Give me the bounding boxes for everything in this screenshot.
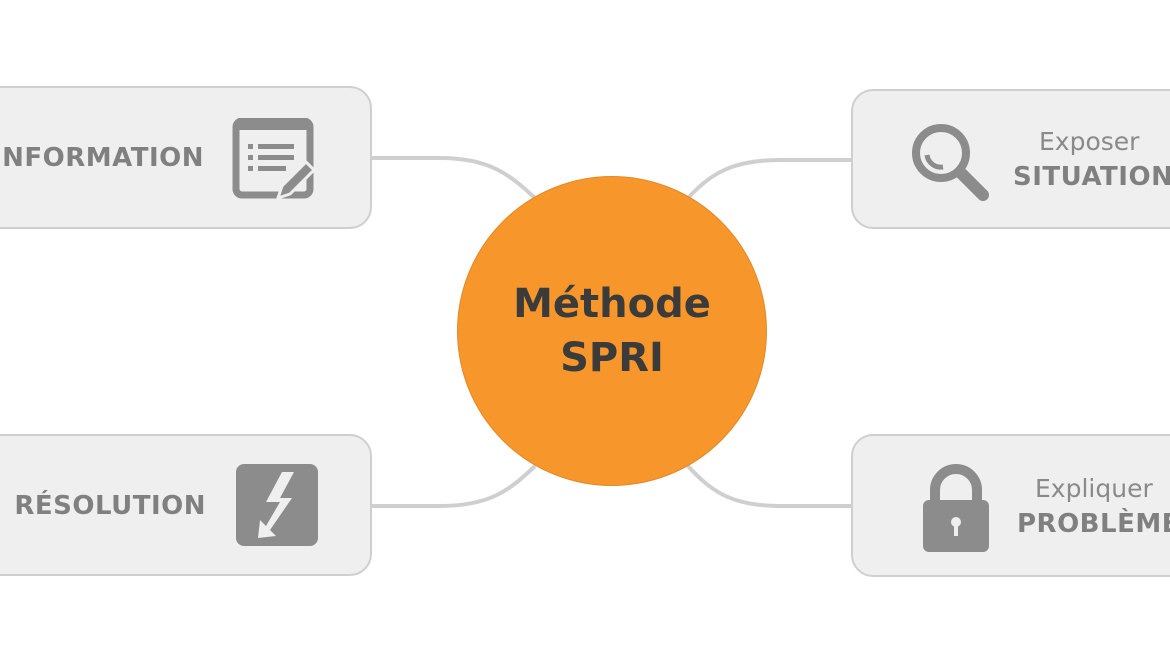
center-title-line1: Méthode — [513, 281, 711, 327]
node-probleme[interactable]: Expliquer PROBLÈME — [851, 434, 1170, 577]
connector-situation — [686, 158, 851, 200]
node-situation-title: SITUATION — [1013, 162, 1170, 192]
node-situation-subtitle: Exposer — [1039, 127, 1140, 156]
center-node: Méthode SPRI — [457, 176, 767, 486]
lock-icon — [923, 464, 989, 552]
connector-resolution — [372, 464, 537, 508]
connector-probleme — [686, 464, 851, 508]
node-resolution[interactable]: RÉSOLUTION — [0, 434, 372, 576]
node-resolution-title: RÉSOLUTION — [14, 491, 206, 521]
node-information[interactable]: INFORMATION — [0, 86, 372, 229]
lightning-arrow-icon — [236, 464, 318, 546]
magnifier-icon — [912, 124, 989, 201]
node-information-title: INFORMATION — [0, 143, 204, 173]
node-probleme-title: PROBLÈME — [1017, 509, 1170, 539]
node-situation[interactable]: Exposer SITUATION — [851, 89, 1170, 229]
document-edit-icon — [232, 118, 317, 201]
connector-information — [372, 156, 537, 200]
node-probleme-subtitle: Expliquer — [1035, 474, 1153, 503]
center-title-line2: SPRI — [560, 335, 664, 381]
